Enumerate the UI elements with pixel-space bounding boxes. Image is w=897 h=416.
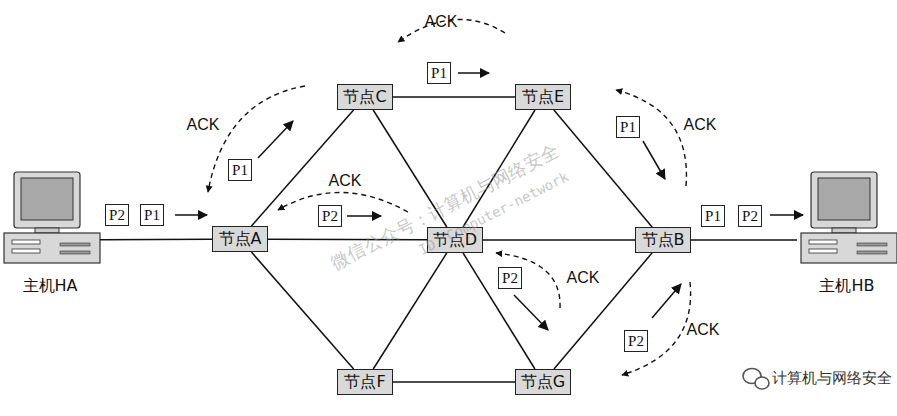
ack-dashed-arrow	[616, 90, 686, 186]
packet-box: P2	[738, 205, 762, 227]
node-label: 节点F	[344, 373, 385, 391]
link-line	[554, 110, 652, 227]
packet-box: P2	[624, 330, 648, 352]
screen	[818, 178, 870, 220]
brand-name: 计算机与网络安全	[772, 369, 892, 388]
ack-dashed-arrow	[622, 282, 691, 375]
host-computer: 主机HA	[0, 175, 100, 305]
packet-label: P1	[232, 162, 248, 179]
packet-direction-arrow	[514, 295, 548, 330]
packet-arrows	[175, 73, 803, 330]
case-vent	[60, 251, 90, 254]
ack-dashed-arrow	[278, 192, 408, 212]
packet-label: P1	[144, 207, 160, 224]
packet-box: P2	[498, 267, 522, 289]
drive-slot	[809, 249, 837, 253]
packet-direction-arrow	[347, 215, 381, 217]
link-line	[691, 239, 797, 241]
computer-icon	[801, 172, 897, 263]
packet-direction-arrow	[258, 121, 293, 158]
packet-box: P2	[318, 205, 342, 227]
packet-direction-arrow	[770, 214, 803, 216]
packet-label: P1	[620, 119, 636, 136]
ack-label: ACK	[684, 116, 717, 134]
host-computer: 主机HB	[797, 175, 897, 305]
monitor-stand	[832, 228, 856, 233]
node-label: 节点C	[343, 88, 386, 106]
packet-label: P2	[109, 207, 125, 224]
link-line	[463, 253, 535, 369]
packet-box: P1	[427, 62, 451, 84]
packet-label: P2	[742, 208, 758, 225]
monitor	[811, 172, 877, 228]
packet-box: P1	[140, 204, 164, 226]
ack-label: ACK	[687, 321, 720, 339]
switch-node: 节点B	[635, 227, 691, 253]
packet-direction-arrow	[175, 214, 207, 216]
packet-label: P1	[705, 208, 721, 225]
ack-label: ACK	[329, 172, 362, 190]
switch-node: 节点C	[337, 84, 393, 110]
host-label: 主机HB	[819, 277, 874, 295]
ack-dashed-arrow	[208, 86, 305, 192]
screen	[21, 178, 73, 220]
packet-box: P1	[228, 159, 252, 181]
ack-arrows	[208, 19, 691, 375]
case-vent	[60, 243, 90, 246]
packet-label: P2	[502, 270, 518, 287]
link-line	[393, 96, 515, 98]
logo-bubble	[755, 377, 769, 389]
ack-dashed-arrow	[496, 253, 560, 308]
computer-case	[801, 233, 897, 263]
switch-node: 节点A	[212, 226, 268, 252]
packet-direction-arrow	[458, 72, 489, 74]
switch-node: 节点F	[337, 369, 393, 395]
ack-label: ACK	[425, 13, 458, 31]
packet-box: P1	[701, 205, 725, 227]
link-line	[393, 381, 515, 383]
drive-slot	[12, 240, 40, 244]
switch-node: 节点G	[515, 369, 571, 395]
link-line	[373, 253, 447, 369]
packet-box: P2	[105, 204, 129, 226]
computer-icon	[4, 172, 100, 263]
packet-direction-arrow	[643, 141, 665, 179]
monitor	[14, 172, 80, 228]
packet-direction-arrow	[652, 284, 681, 318]
wechat-logo	[743, 369, 769, 390]
packet-label: P2	[322, 208, 338, 225]
link-line	[251, 110, 353, 226]
node-label: 节点E	[522, 88, 564, 106]
monitor-stand	[35, 228, 59, 233]
host-label: 主机HA	[23, 277, 78, 295]
drive-slot	[809, 240, 837, 244]
ack-label: ACK	[187, 116, 220, 134]
drive-slot	[12, 249, 40, 253]
case-vent	[857, 243, 887, 246]
packet-label: P2	[628, 333, 644, 350]
switch-node: 节点E	[515, 84, 571, 110]
link-line	[554, 253, 652, 369]
packet-label: P1	[431, 65, 447, 82]
packet-box: P1	[616, 116, 640, 138]
case-vent	[857, 251, 887, 254]
link-line	[483, 239, 635, 241]
link-line	[100, 238, 212, 240]
node-label: 节点B	[642, 231, 685, 249]
node-label: 节点A	[219, 230, 262, 248]
computer-case	[4, 233, 100, 263]
node-label: 节点G	[521, 373, 565, 391]
ack-label: ACK	[567, 269, 600, 287]
